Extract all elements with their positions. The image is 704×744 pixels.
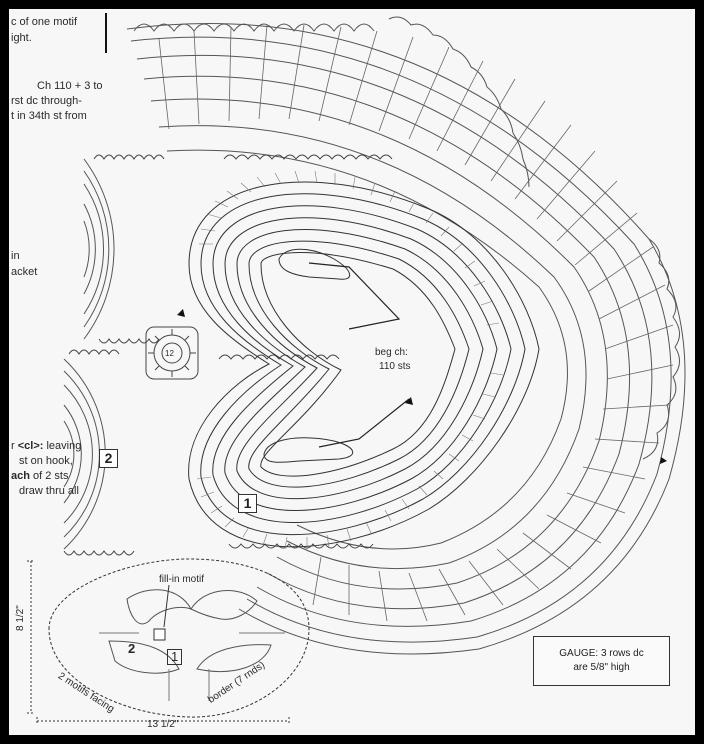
gauge-line-2: are 5/8" high xyxy=(573,662,630,673)
picot-rows xyxy=(63,154,393,556)
instruction-line-9: st on hook, xyxy=(19,455,73,467)
motif-number-2: 2 xyxy=(99,449,118,468)
instruction-line-7: acket xyxy=(11,266,38,278)
instruction-line-1: c of one motif xyxy=(11,16,78,28)
start-markers xyxy=(177,309,667,464)
key-height-label: 8 1/2" xyxy=(15,605,26,631)
gauge-box: GAUGE: 3 rows dc are 5/8" high xyxy=(533,636,670,686)
beg-ch-label: beg ch: xyxy=(375,347,408,358)
beg-chain-lines xyxy=(308,262,410,448)
instruction-line-11: draw thru all xyxy=(19,485,79,497)
motif-number-1: 1 xyxy=(238,494,257,513)
instruction-line-5: t in 34th st from xyxy=(11,110,87,122)
column-divider xyxy=(105,13,107,53)
instruction-line-6: in xyxy=(11,250,20,262)
fan-spokes xyxy=(158,24,674,622)
key-fill-in-label: fill-in motif xyxy=(159,574,205,585)
gauge-line-1: GAUGE: 3 rows dc xyxy=(559,648,644,659)
beg-ch-count: 110 sts xyxy=(379,361,411,372)
instruction-line-4: rst dc through- xyxy=(11,95,82,107)
fill-in-motif-chart xyxy=(145,326,199,380)
key-number-2: 2 xyxy=(128,641,136,656)
fill-in-center-number: 12 xyxy=(165,349,174,358)
instruction-line-8: r <cl>: leaving xyxy=(11,440,82,452)
instruction-line-3: Ch 110 + 3 to xyxy=(37,80,103,92)
layout-key xyxy=(27,558,310,725)
crochet-diagram xyxy=(27,16,686,725)
key-width-label: 13 1/2" xyxy=(147,719,179,730)
instruction-line-10: ach of 2 sts xyxy=(11,470,69,482)
heart-motif-rings xyxy=(188,181,540,548)
key-number-1: 1 xyxy=(167,649,183,665)
instruction-line-2: ight. xyxy=(11,32,32,44)
outer-border-fans xyxy=(126,23,686,655)
crochet-chart-page: c of one motif ight. Ch 110 + 3 to rst d… xyxy=(9,9,695,735)
outer-scallops xyxy=(133,16,680,460)
stitch-hatching xyxy=(196,170,504,550)
